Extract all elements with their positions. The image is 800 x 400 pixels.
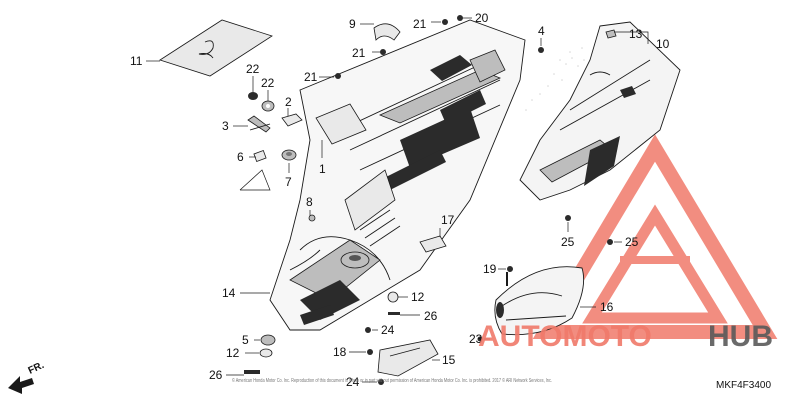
callout-22b: 22 xyxy=(261,76,275,90)
small-hardware-left xyxy=(247,92,303,162)
callout-11: 11 xyxy=(130,54,143,68)
callout-6: 6 xyxy=(237,150,244,164)
watermark-logo xyxy=(532,134,778,339)
callout-9: 9 xyxy=(349,17,356,31)
callout-21b: 21 xyxy=(352,46,366,60)
callout-24b: 24 xyxy=(346,375,360,389)
callout-2: 2 xyxy=(285,95,292,109)
callout-25b: 25 xyxy=(625,235,639,249)
callout-8: 8 xyxy=(306,195,313,209)
callout-26b: 26 xyxy=(209,368,223,382)
part-11-decal xyxy=(159,19,273,77)
callout-18: 18 xyxy=(333,345,347,359)
callout-1: 1 xyxy=(319,162,326,176)
callout-22a: 22 xyxy=(246,62,260,76)
part-16-cover xyxy=(494,266,585,336)
part-17-piece xyxy=(419,235,447,253)
part-14-rear-fender xyxy=(269,19,526,331)
callout-21a: 21 xyxy=(413,17,427,31)
callout-14: 14 xyxy=(222,286,236,300)
callout-13: 13 xyxy=(629,27,643,41)
watermark-brand-part2: HUB xyxy=(708,320,773,353)
callout-21c: 21 xyxy=(304,70,318,84)
leader-lines xyxy=(146,17,649,383)
callout-17: 17 xyxy=(441,213,455,227)
small-hardware-bottom xyxy=(244,214,613,385)
callout-5: 5 xyxy=(242,333,249,347)
callout-19: 19 xyxy=(483,262,497,276)
callout-12b: 12 xyxy=(226,346,240,360)
front-direction-label: FR. xyxy=(27,360,46,377)
bolts-top xyxy=(335,15,544,79)
callout-16: 16 xyxy=(600,300,614,314)
callout-labels: 11 22 22 2 3 6 7 9 21 20 4 21 21 1 8 13 … xyxy=(130,11,670,389)
callout-12a: 12 xyxy=(411,290,425,304)
callout-24a: 24 xyxy=(381,323,395,337)
watermark-brand-part1: AUTOMOTO xyxy=(478,320,652,353)
callout-4: 4 xyxy=(538,24,545,38)
part-10-side-cover xyxy=(519,21,681,201)
callout-10: 10 xyxy=(656,37,670,51)
part-15-bracket xyxy=(377,339,439,377)
copyright-text: © American Honda Motor Co. Inc. Reproduc… xyxy=(232,377,552,384)
callout-7: 7 xyxy=(285,175,292,189)
callout-26a: 26 xyxy=(424,309,438,323)
callout-3: 3 xyxy=(222,119,229,133)
part-9-bracket xyxy=(373,23,401,41)
diagram-code: MKF4F3400 xyxy=(716,380,771,391)
watermark-text: AUTOMOTO HUB xyxy=(478,320,773,353)
callout-25a: 25 xyxy=(561,235,575,249)
front-direction-arrow: FR. xyxy=(8,360,46,394)
callout-20: 20 xyxy=(475,11,489,25)
callout-15: 15 xyxy=(442,353,456,367)
callout-23: 23 xyxy=(469,332,483,346)
